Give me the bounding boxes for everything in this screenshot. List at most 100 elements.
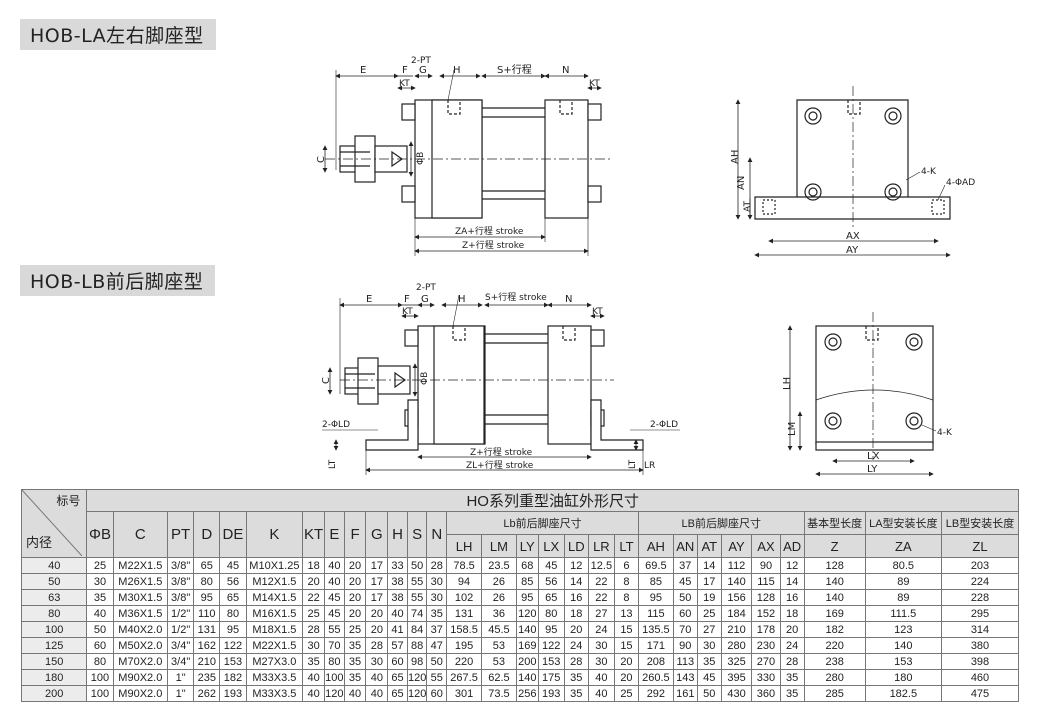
table-title: HO系列重型油缸外形尺寸 — [86, 489, 1019, 512]
table-cell: 238 — [803, 653, 866, 670]
table-cell: M22X1.5 — [245, 637, 304, 654]
table-cell: 193 — [219, 685, 247, 702]
table-cell: M90X2.0 — [112, 669, 169, 686]
dim-s-label: S+行程 — [497, 63, 532, 76]
table-cell: 22 — [587, 589, 615, 606]
port-label: 2-PT — [411, 56, 431, 66]
table-cell: 28 — [779, 653, 805, 670]
table-cell: 20 — [343, 605, 367, 622]
dim-za-label: ZA+行程 stroke — [455, 225, 524, 237]
lb-side-view — [322, 294, 680, 475]
table-cell: 25 — [86, 557, 114, 574]
bore-cell: 40 — [20, 557, 88, 574]
table-cell: 40 — [343, 685, 367, 702]
table-cell: 56 — [537, 573, 565, 590]
table-cell: 128 — [751, 589, 781, 606]
table-cell: 85 — [515, 573, 539, 590]
table-cell: 35 — [696, 653, 722, 670]
table-cell: 80 — [86, 653, 114, 670]
table-cell: 180 — [864, 669, 942, 686]
section-title-la: HOB-LA左右脚座型 — [20, 19, 216, 50]
col-header: AX — [751, 534, 781, 558]
table-cell: 153 — [537, 653, 565, 670]
table-cell: 135.5 — [637, 621, 674, 638]
group-header-lb: Lb前后脚座尺寸 — [446, 511, 639, 535]
table-cell: 40 — [86, 605, 114, 622]
table-cell: 360 — [751, 685, 781, 702]
table-cell: 6 — [613, 557, 639, 574]
table-cell: 24 — [587, 621, 615, 638]
table-cell: 140 — [864, 637, 942, 654]
table-cell: 175 — [537, 669, 565, 686]
lb-dim-lm-label: LM — [787, 422, 798, 436]
table-cell: 20 — [365, 605, 389, 622]
table-cell: 235 — [193, 669, 221, 686]
table-cell: 50 — [696, 685, 722, 702]
table-cell: 65 — [219, 589, 247, 606]
table-cell: 30 — [365, 653, 389, 670]
table-cell: 182 — [803, 621, 866, 638]
col-header: E — [324, 511, 345, 558]
table-cell: 380 — [940, 637, 1020, 654]
bore-cell: 63 — [20, 589, 88, 606]
corner-label-top: 标号 — [56, 494, 81, 508]
table-cell: 40 — [387, 605, 408, 622]
table-cell: 314 — [940, 621, 1020, 638]
table-cell: 195 — [446, 637, 482, 654]
dim-an-label: AN — [736, 176, 747, 190]
col-header: K — [245, 511, 304, 558]
table-cell: 65 — [193, 557, 221, 574]
table-cell: 25 — [613, 685, 639, 702]
table-cell: M30X1.5 — [112, 589, 169, 606]
dim-ah-label: AH — [730, 150, 741, 164]
table-cell: 12.5 — [587, 557, 615, 574]
col-header: LR — [587, 534, 615, 558]
table-cell: 40 — [587, 669, 615, 686]
table-cell: 220 — [446, 653, 482, 670]
table-cell: 45 — [672, 573, 698, 590]
table-cell: 40 — [324, 573, 345, 590]
col-header: F — [343, 511, 367, 558]
lb-dim-lx-label: LX — [867, 451, 880, 462]
lb-end-view — [787, 312, 937, 477]
col-header: KT — [302, 511, 326, 558]
table-cell: 30 — [587, 653, 615, 670]
table-cell: 16 — [563, 589, 589, 606]
dim-g-label: G — [419, 65, 427, 76]
table-cell: 40 — [587, 685, 615, 702]
table-cell: 131 — [446, 605, 482, 622]
col-header: LM — [480, 534, 517, 558]
table-cell: 18 — [563, 605, 589, 622]
table-cell: 53 — [480, 653, 517, 670]
table-cell: 230 — [751, 637, 781, 654]
table-cell: 430 — [720, 685, 753, 702]
bore-cell: 100 — [20, 621, 88, 638]
table-cell: 90 — [672, 637, 698, 654]
table-cell: 280 — [720, 637, 753, 654]
table-cell: 22 — [302, 589, 326, 606]
table-cell: 17 — [696, 573, 722, 590]
table-cell: 1/2" — [167, 621, 195, 638]
table-cell: M18X1.5 — [245, 621, 304, 638]
table-cell: 203 — [940, 557, 1020, 574]
table-cell: 100 — [86, 669, 114, 686]
table-cell: 208 — [637, 653, 674, 670]
table-cell: 131 — [193, 621, 221, 638]
lb-dim-kt-right-label: KT — [592, 307, 603, 317]
table-cell: M40X2.0 — [112, 621, 169, 638]
dim-at-label: AT — [743, 201, 753, 212]
table-cell: 25 — [302, 605, 326, 622]
table-cell: 28 — [365, 637, 389, 654]
table-cell: 1/2" — [167, 605, 195, 622]
table-cell: 20 — [613, 669, 639, 686]
table-cell: 256 — [515, 685, 539, 702]
table-cell: 161 — [672, 685, 698, 702]
table-cell: 35 — [563, 669, 589, 686]
table-cell: 1" — [167, 669, 195, 686]
table-cell: 40 — [302, 669, 326, 686]
table-cell: 45 — [696, 669, 722, 686]
dim-b-label: ΦB — [416, 152, 426, 165]
table-cell: 13 — [613, 605, 639, 622]
